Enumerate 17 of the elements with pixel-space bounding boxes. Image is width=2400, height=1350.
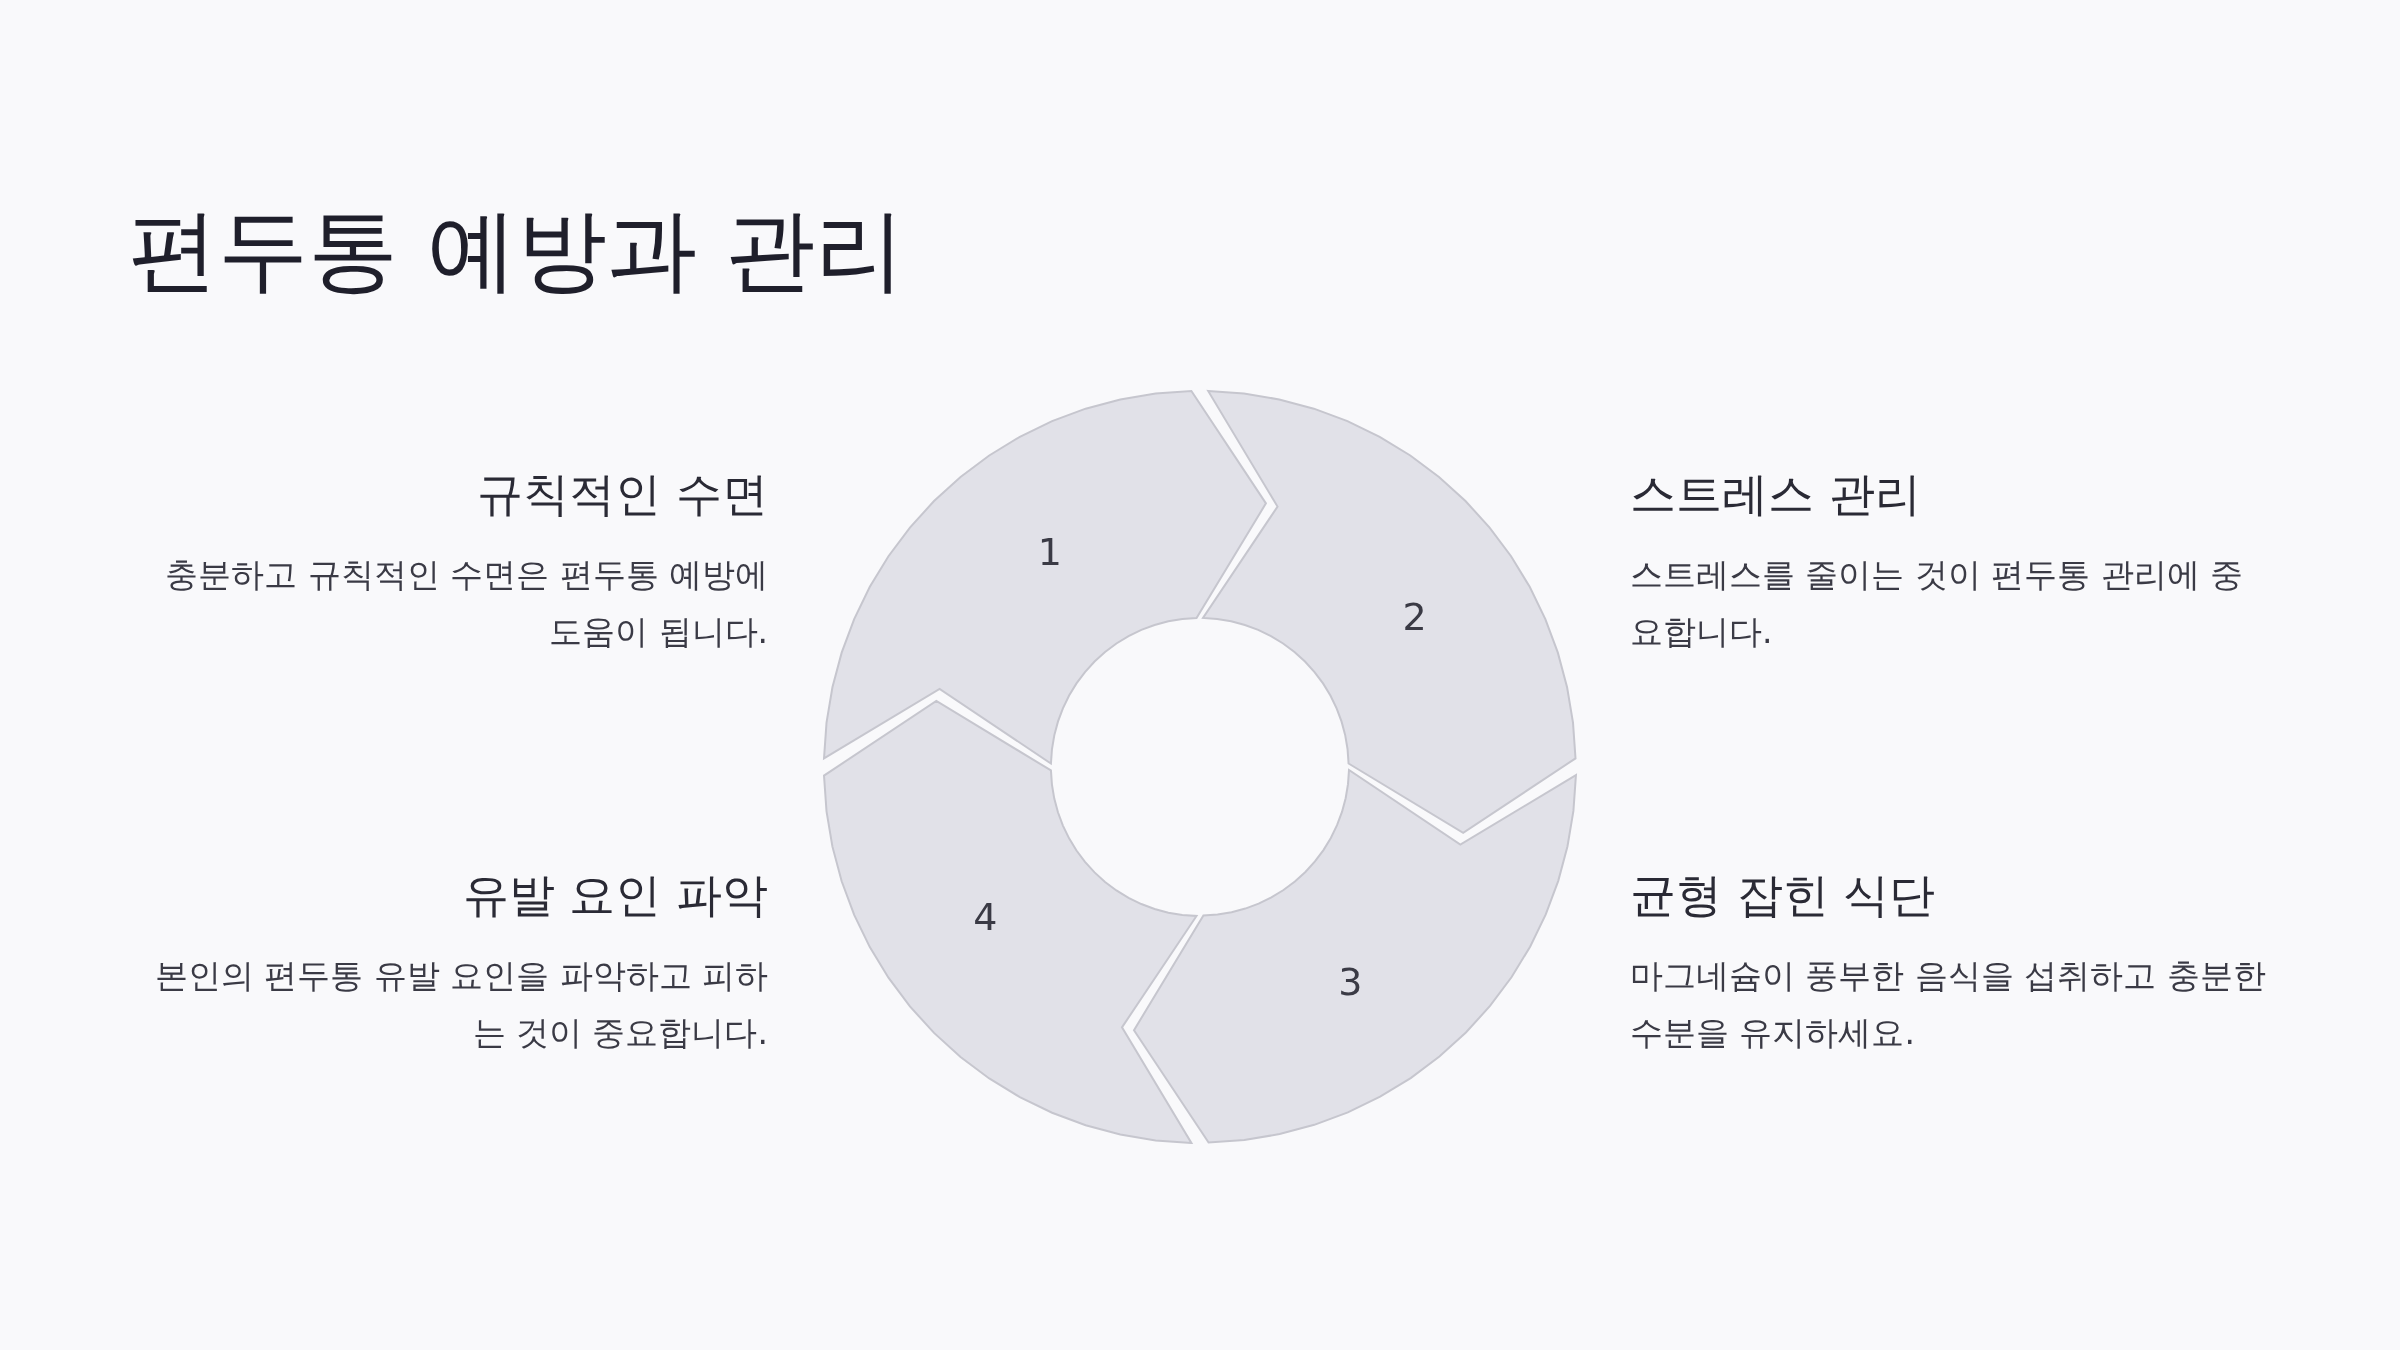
title: 편두통 예방과 관리 xyxy=(128,196,906,304)
description-text: 스트레스를 줄이는 것이 편두통 관리에 중요합니다. xyxy=(1630,553,2245,653)
section-heading: 스트레스 관리 xyxy=(1630,466,1922,523)
arrow-segment xyxy=(824,391,1267,764)
section-heading: 균형 잡힌 식단 xyxy=(1630,867,1937,924)
step-number: 1 xyxy=(1037,533,1062,572)
arrow-segment xyxy=(1133,770,1576,1143)
step-number: 3 xyxy=(1338,962,1363,1001)
description-text: 본인의 편두통 유발 요인을 파악하고 피하는 것이 중요합니다. xyxy=(153,954,768,1054)
description-text: 마그네슘이 풍부한 음식을 섭취하고 충분한 수분을 유지하세요. xyxy=(1630,954,2267,1054)
section-heading: 규칙적인 수면 xyxy=(476,466,768,523)
arrow-segment xyxy=(824,700,1197,1143)
section-heading: 유발 요인 파악 xyxy=(461,867,768,924)
step-number: 2 xyxy=(1402,597,1427,636)
arrow-segment xyxy=(1203,391,1576,834)
step-number: 4 xyxy=(973,898,998,937)
description-text: 충분하고 규칙적인 수면은 편두통 예방에 도움이 됩니다. xyxy=(164,553,768,653)
